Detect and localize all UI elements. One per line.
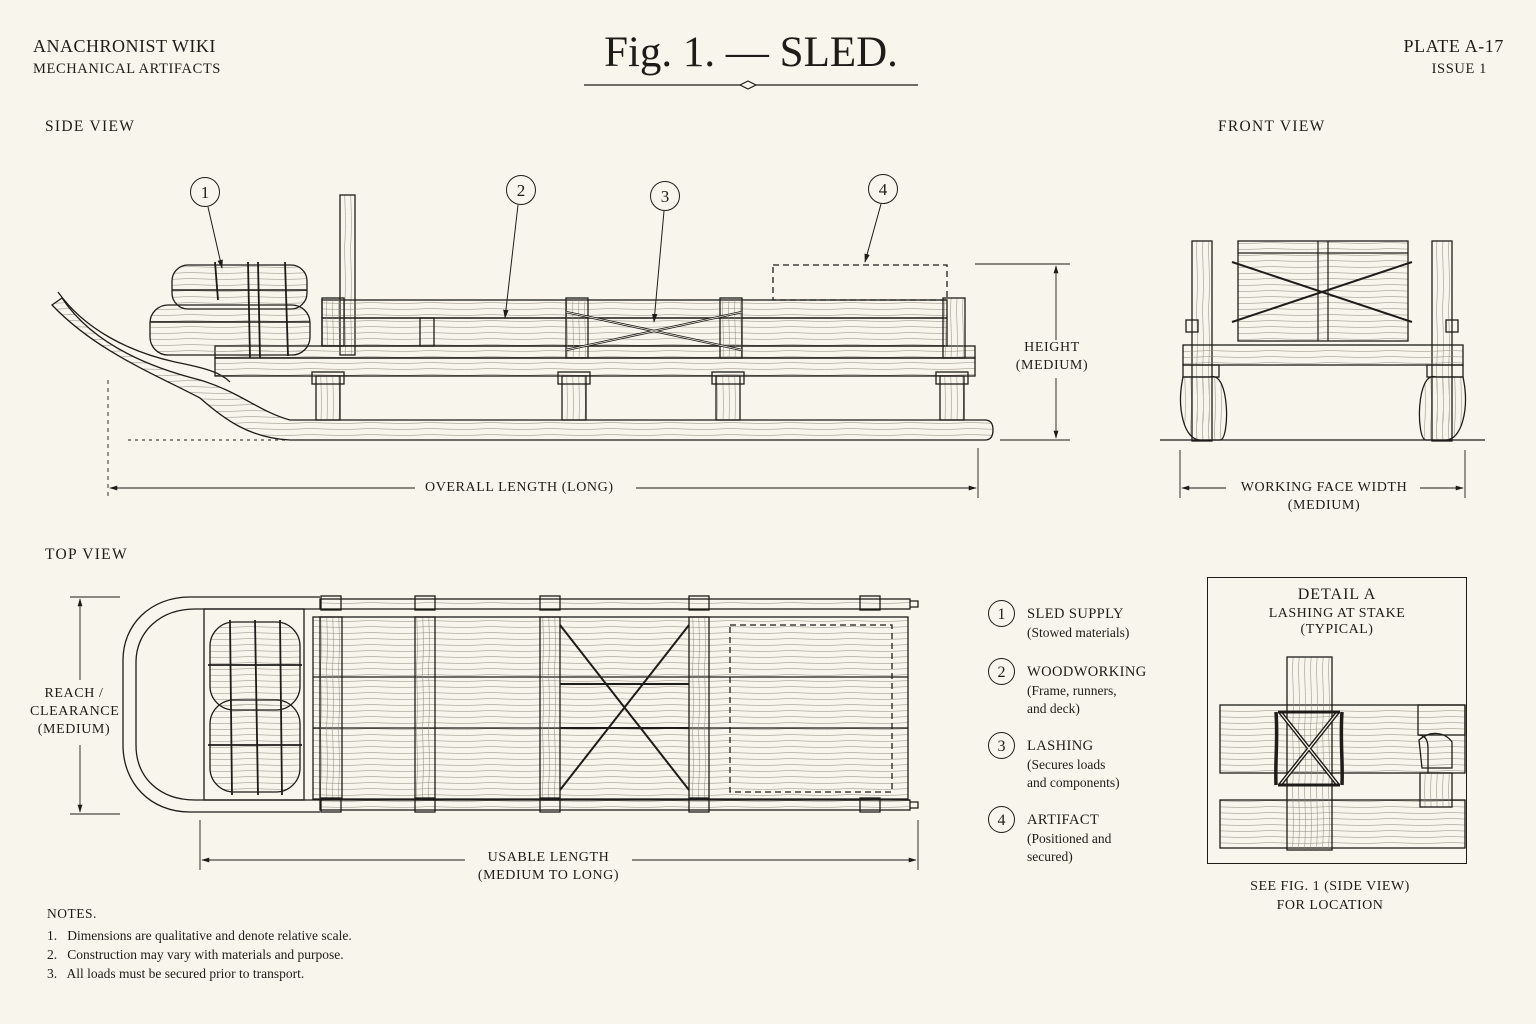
clearance-label: CLEARANCE [30,704,120,719]
height-label: HEIGHT [1024,340,1080,355]
figure-title: Fig. 1. — SLED. [604,29,898,76]
usable-length-qualifier: (MEDIUM TO LONG) [477,868,620,883]
legend-title[interactable]: SLED SUPPLY [1027,606,1124,622]
height-dimension: HEIGHT (MEDIUM) [1012,339,1092,375]
callout-4[interactable]: 4 [868,174,898,204]
legend-title[interactable]: WOODWORKING [1027,664,1147,680]
legend-desc: (Positioned and [1027,831,1112,846]
front-view-dimensions [1179,450,1466,498]
top-view-dimensions [70,596,919,870]
legend-number: 3 [988,732,1015,759]
overall-length-label: OVERALL LENGTH (LONG) [419,479,620,497]
legend-desc: (Secures loads [1027,757,1106,772]
front-view-label: FRONT VIEW [1218,118,1326,135]
side-view-leaders [207,203,882,323]
plate-number: PLATE A-17 [1403,36,1504,56]
note-item: 3. All loads must be secured prior to tr… [47,966,305,981]
detail-ref-line2: FOR LOCATION [1276,898,1384,913]
legend-desc: secured) [1027,849,1073,864]
legend-desc: and components) [1027,775,1120,790]
side-view-sled [51,194,994,441]
detail-a-box [1207,577,1467,864]
title-underline [584,80,918,90]
callout-1[interactable]: 1 [190,177,220,207]
note-item: 1. Dimensions are qualitative and denote… [47,928,352,943]
reach-label: REACH / [44,686,104,701]
callout-2[interactable]: 2 [506,175,536,205]
top-view-sled [122,595,919,813]
usable-length-label: USABLE LENGTH [487,850,610,865]
front-view-sled [1160,240,1485,442]
working-face-dimension: WORKING FACE WIDTH (MEDIUM) [1228,479,1420,515]
legend-desc: (Frame, runners, [1027,683,1117,698]
note-item: 2. Construction may vary with materials … [47,947,344,962]
section-name[interactable]: MECHANICAL ARTIFACTS [33,61,221,77]
legend-desc: and deck) [1027,701,1080,716]
top-view-label: TOP VIEW [45,546,128,563]
legend-number: 4 [988,806,1015,833]
detail-a-header: DETAIL A LASHING AT STAKE (TYPICAL) [1207,586,1467,638]
legend-number: 2 [988,658,1015,685]
height-qualifier: (MEDIUM) [1015,358,1089,373]
notes-section: NOTES. 1. Dimensions are qualitative and… [47,904,352,983]
detail-a-subtitle: LASHING AT STAKE [1268,606,1406,621]
legend-desc: (Stowed materials) [1027,625,1130,640]
reach-qualifier: (MEDIUM) [37,722,111,737]
legend-number: 1 [988,600,1015,627]
legend-title[interactable]: LASHING [1027,738,1094,754]
side-view-label: SIDE VIEW [45,118,136,135]
working-face-label: WORKING FACE WIDTH [1240,480,1408,495]
detail-a-title: DETAIL A [1297,586,1377,603]
detail-ref-line1[interactable]: SEE FIG. 1 (SIDE VIEW) [1250,879,1410,894]
detail-a-reference: SEE FIG. 1 (SIDE VIEW) FOR LOCATION [1200,877,1460,915]
detail-a-note: (TYPICAL) [1300,622,1374,637]
working-face-qualifier: (MEDIUM) [1287,498,1361,513]
usable-length-dimension: USABLE LENGTH (MEDIUM TO LONG) [465,849,632,885]
detail-a-drawing [1219,656,1466,851]
issue-number: ISSUE 1 [1431,61,1487,77]
reach-dimension: REACH / CLEARANCE (MEDIUM) [30,685,120,739]
notes-heading: NOTES. [47,906,97,921]
side-view-dimensions [107,263,1070,498]
site-name[interactable]: ANACHRONIST WIKI [33,36,216,56]
legend-title[interactable]: ARTIFACT [1027,812,1100,828]
callout-3[interactable]: 3 [650,181,680,211]
